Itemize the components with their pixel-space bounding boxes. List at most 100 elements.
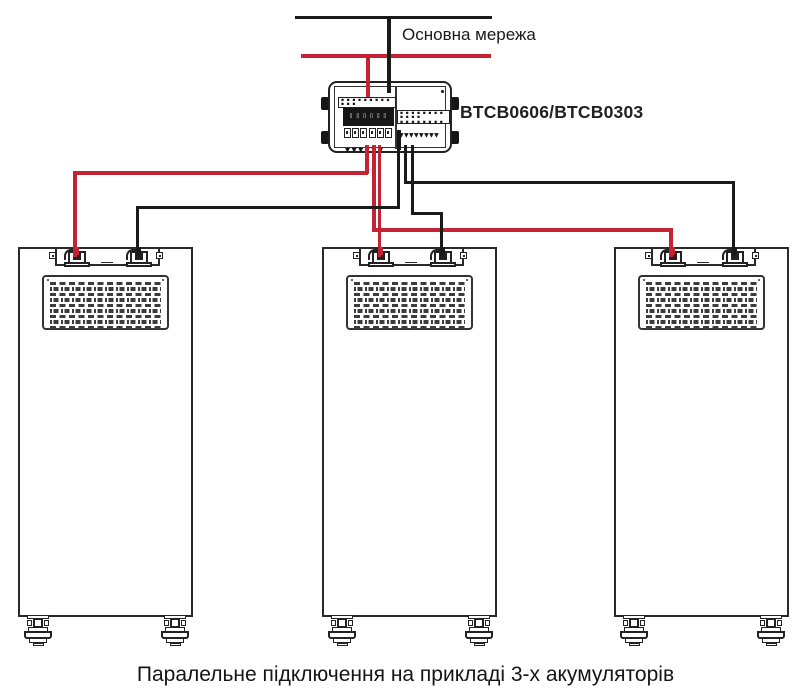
wire-negative-battery2-drop	[410, 145, 414, 215]
vent-slot-row	[50, 287, 161, 291]
wire-positive-battery3-down	[669, 228, 673, 257]
screw-icon	[353, 252, 360, 259]
terminal-clamp	[439, 253, 447, 260]
terminal-strip	[338, 97, 396, 108]
caster-foot	[158, 615, 192, 651]
vent-slot-row	[354, 309, 465, 313]
fuse-bank	[344, 128, 396, 138]
vent-slot-row	[50, 309, 161, 313]
vent-slot-row	[50, 320, 161, 324]
positive-wire-stub	[379, 247, 383, 255]
terminal-row-icon	[399, 124, 439, 140]
vent-slot-row	[354, 293, 465, 297]
positive-terminal	[368, 247, 394, 267]
positive-wire-stub	[75, 247, 79, 255]
battery-cabinet-3	[614, 247, 789, 646]
positive-wire-stub	[671, 247, 675, 255]
negative-terminal	[126, 247, 152, 267]
terminal-arc	[64, 249, 75, 260]
vent-slot-row	[50, 315, 161, 319]
wire-negative-battery2-down	[439, 212, 443, 257]
negative-wire-stub	[137, 247, 141, 255]
positive-terminal	[64, 247, 90, 267]
screw-icon	[460, 252, 467, 259]
wire-negative-battery3-run	[403, 181, 735, 184]
vent-slot-row	[50, 298, 161, 302]
screw-icon	[49, 252, 56, 259]
terminal-clamp	[73, 253, 81, 260]
caster-foot	[325, 615, 359, 651]
wire-positive-battery2-down	[377, 145, 381, 257]
mount-tab-icon	[321, 97, 329, 110]
wire-negative-battery2-run	[410, 212, 443, 215]
negative-wire-stub	[441, 247, 445, 255]
wire-positive-battery1-down	[73, 171, 77, 257]
wire-negative-battery1-down	[135, 206, 139, 257]
negative-wire-stub	[733, 247, 737, 255]
btcb-divider	[395, 86, 397, 149]
screw-icon	[645, 252, 652, 259]
btcb-busbar-segment	[397, 130, 401, 150]
vent-slot-row	[646, 304, 757, 308]
vent-slot-row	[646, 315, 757, 319]
battery-cabinet-2	[322, 247, 497, 646]
wire-positive-battery3-drop	[372, 145, 376, 231]
vent-slot-row	[354, 315, 465, 319]
vent-slot-row	[646, 287, 757, 291]
vent-slot-row	[50, 293, 161, 297]
negative-terminal	[430, 247, 456, 267]
vent-grille	[638, 275, 765, 330]
vent-slot-row	[646, 293, 757, 297]
terminal-arc	[430, 249, 441, 260]
mount-hole-icon	[441, 90, 444, 93]
vent-grille	[346, 275, 473, 330]
vent-slot-row	[646, 320, 757, 324]
vent-slot-row	[354, 282, 465, 286]
battery-cabinet-1	[18, 247, 193, 646]
wire-positive-battery1-drop	[365, 145, 369, 174]
wire-negative-battery1-drop	[396, 145, 400, 209]
vent-slot-row	[646, 326, 757, 330]
wire-negative-battery3-down	[731, 181, 735, 257]
main-bus-label: Основна мережа	[402, 25, 536, 44]
vent-slot-row	[646, 298, 757, 302]
caster-foot	[462, 615, 496, 651]
main-bus-negative-line	[295, 16, 492, 19]
vent-slot-row	[354, 287, 465, 291]
vent-slot-row	[354, 320, 465, 324]
caster-foot	[754, 615, 788, 651]
vent-slot-row	[50, 326, 161, 330]
wire-negative-battery1-run	[135, 206, 400, 209]
vent-slot-row	[354, 304, 465, 308]
vent-slot-row	[646, 309, 757, 313]
terminal-arc	[126, 249, 137, 260]
vent-slot-row	[646, 282, 757, 286]
wire-positive-battery1-run	[73, 171, 368, 175]
mount-tab-icon	[321, 131, 329, 144]
terminal-clamp	[135, 253, 143, 260]
terminal-clamp	[669, 253, 677, 260]
screw-icon	[156, 252, 163, 259]
caster-foot	[21, 615, 55, 651]
vent-slot-row	[50, 304, 161, 308]
btcb-box-label: BTCB0606/BTCB0303	[460, 102, 644, 122]
terminal-clamp	[731, 253, 739, 260]
btcb-distribution-box	[328, 81, 452, 153]
caster-foot	[617, 615, 651, 651]
positive-terminal	[660, 247, 686, 267]
screw-icon	[752, 252, 759, 259]
mount-tab-icon	[451, 131, 459, 144]
vent-slot-row	[354, 326, 465, 330]
terminal-clamp	[377, 253, 385, 260]
main-bus-positive-line	[301, 54, 491, 58]
vent-slot-row	[50, 282, 161, 286]
terminal-strip	[397, 110, 450, 124]
wire-positive-battery3-run	[372, 228, 673, 232]
wire-negative-battery3-drop	[403, 145, 407, 184]
negative-terminal	[722, 247, 748, 267]
diagram-caption: Паралельне підключення на прикладі 3-х а…	[136, 663, 675, 686]
terminal-arc	[368, 249, 379, 260]
mount-tab-icon	[451, 97, 459, 110]
wire-positive-bus-to-box	[366, 55, 370, 97]
